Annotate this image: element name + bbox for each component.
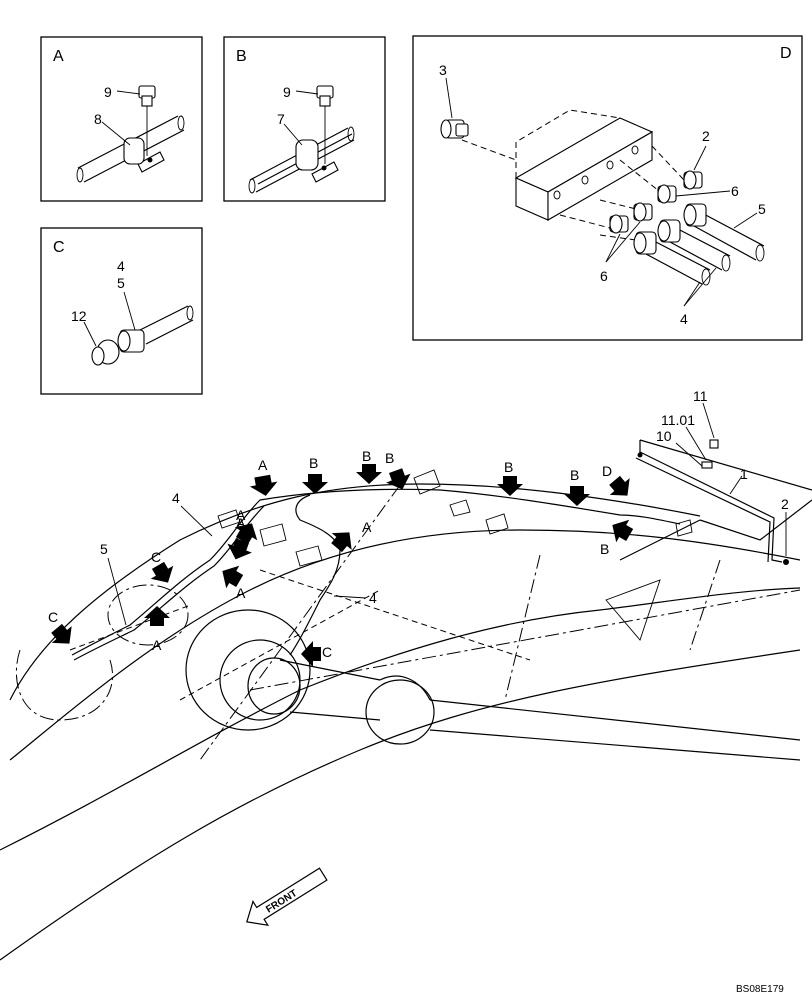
svg-text:C: C [151,549,161,565]
callout-c-2: C [48,609,72,644]
label-3-d: 3 [439,62,447,78]
callout-b-6: B [600,519,634,557]
svg-text:B: B [309,455,318,471]
fitting-12 [91,339,120,366]
label-8-a: 8 [94,111,102,127]
plug-3 [440,119,469,139]
svg-text:A: A [236,585,246,601]
label-5-c: 5 [117,275,125,291]
panel-c-title: C [53,239,65,256]
label-6-top-d: 6 [731,183,739,199]
label-7-b: 7 [277,111,285,127]
main-part-labels: 11 11.01 10 1 2 4 4 5 [100,388,789,626]
svg-text:A: A [362,519,372,535]
boom-assembly [0,439,812,961]
callout-b-2: B [356,448,382,484]
detail-panel-c: C 4 5 12 [40,227,203,395]
label-11: 11 [693,388,708,404]
nut-6-left-a [633,202,653,222]
callouts: A B B B B B D A A A A C C C A B [48,448,634,667]
svg-text:B: B [504,459,513,475]
label-4-c: 4 [117,258,125,274]
svg-text:A: A [236,515,246,531]
label-9-b: 9 [283,84,291,100]
nut-6-top [657,184,677,204]
detail-panel-b: B 9 7 [223,36,386,202]
svg-text:C: C [322,644,332,660]
callout-c-1: C [150,549,174,583]
callout-d: D [602,463,630,496]
callout-b-4: B [497,459,523,496]
hose-fitting-c [117,329,145,353]
svg-text:C: C [48,609,58,625]
panel-d-title: D [780,45,792,62]
label-4-d: 4 [680,311,688,327]
label-1: 1 [740,466,748,482]
label-5-d: 5 [758,201,766,217]
svg-text:B: B [570,467,579,483]
hose-4-d-lower [633,231,711,286]
label-9-a: 9 [104,84,112,100]
callout-c-3: C [301,641,332,667]
callout-b-3: B [385,450,411,490]
callout-a-2: A [234,507,258,545]
bolt-a [138,85,156,156]
callout-a-6: A [144,606,170,653]
panel-a-title: A [53,48,64,65]
detail-panel-d: D 3 2 [412,35,803,341]
svg-text:B: B [362,448,371,464]
callout-b-1: B [302,455,328,494]
figure-code: BS08E179 [736,984,784,995]
svg-text:B: B [600,541,609,557]
label-2-d: 2 [702,128,710,144]
clamp-b [295,139,339,183]
callout-a-4: A [227,515,252,560]
label-6-left-d: 6 [600,268,608,284]
manifold-block [514,109,654,221]
front-direction-arrow: FRONT [246,867,328,927]
callout-a-3: A [331,519,372,553]
label-4-lower: 4 [369,590,377,606]
nut-6-left-b [609,214,629,234]
svg-text:B: B [385,450,394,466]
label-12-c: 12 [71,308,87,324]
label-5: 5 [100,541,108,557]
fitting-2-d [683,170,703,190]
cylinder-mount [185,609,801,761]
detail-panel-a: A 9 8 [40,36,203,202]
svg-text:A: A [236,507,246,523]
hydraulic-lines [71,439,789,661]
bolt-b [316,85,334,164]
svg-text:D: D [602,463,612,479]
label-2: 2 [781,496,789,512]
callout-a-1: A [249,457,278,496]
callout-a-5: A [222,565,246,601]
svg-text:A: A [258,457,268,473]
label-11-01: 11.01 [661,412,695,428]
hose-4-d-upper [657,219,731,272]
svg-text:A: A [152,637,162,653]
hose-5-d [683,203,765,262]
label-10: 10 [656,428,672,444]
callout-b-5: B [564,467,590,506]
label-4-upper: 4 [172,490,180,506]
panel-b-title: B [236,48,247,65]
